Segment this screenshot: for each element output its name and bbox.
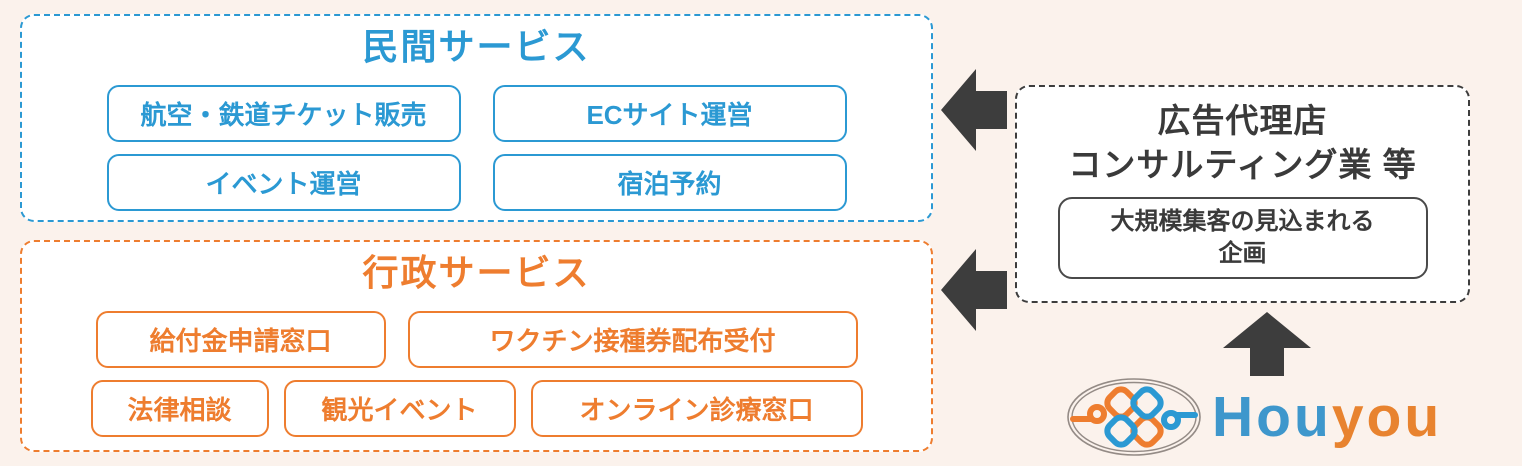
source-title-line-2: コンサルティング業 等 <box>1068 146 1417 183</box>
large-scale-plan-box: 大規模集客の見込まれる 企画 <box>1057 197 1428 279</box>
houyou-knot-logo-icon <box>1067 378 1201 456</box>
service-item-ec-site: ECサイト運営 <box>492 85 847 142</box>
government-services-row-1: 給付金申請窓口 ワクチン接種券配布受付 <box>22 311 931 368</box>
houyou-logo-text: Houyou <box>1212 384 1442 450</box>
service-item-online-medical: オンライン診療窓口 <box>530 380 863 437</box>
ad-agency-consulting-title: 広告代理店 コンサルティング業 等 <box>1017 99 1468 187</box>
private-services-title: 民間サービス <box>362 26 591 67</box>
ad-agency-consulting-group: 広告代理店 コンサルティング業 等 大規模集客の見込まれる 企画 <box>1015 85 1470 303</box>
plan-box-line-2: 企画 <box>1218 240 1267 267</box>
service-item-tourism-event: 観光イベント <box>283 380 516 437</box>
government-services-group: 行政サービス 給付金申請窓口 ワクチン接種券配布受付 法律相談 観光イベント オ… <box>20 240 933 452</box>
private-services-row-1: 航空・鉄道チケット販売 ECサイト運営 <box>22 85 931 142</box>
plan-box-line-1: 大規模集客の見込まれる <box>1110 208 1375 235</box>
government-services-title: 行政サービス <box>362 252 591 293</box>
source-title-line-1: 広告代理店 <box>1157 102 1328 139</box>
service-item-air-rail-tickets: 航空・鉄道チケット販売 <box>106 85 461 142</box>
left-arrow-icon-top <box>941 69 1007 151</box>
service-item-event-management: イベント運営 <box>106 154 461 211</box>
service-item-vaccine-ticket: ワクチン接種券配布受付 <box>407 311 858 368</box>
government-services-row-2: 法律相談 観光イベント オンライン診療窓口 <box>22 380 931 437</box>
logo-text-you: you <box>1331 385 1443 449</box>
private-services-group: 民間サービス 航空・鉄道チケット販売 ECサイト運営 イベント運営 宿泊予約 <box>20 14 933 222</box>
service-item-lodging-reservation: 宿泊予約 <box>492 154 847 211</box>
up-arrow-icon <box>1223 312 1311 376</box>
service-item-legal-consultation: 法律相談 <box>90 380 269 437</box>
private-services-row-2: イベント運営 宿泊予約 <box>22 154 931 211</box>
logo-text-hou: Hou <box>1212 385 1332 449</box>
left-arrow-icon-bottom <box>941 249 1007 331</box>
service-item-benefit-application: 給付金申請窓口 <box>95 311 386 368</box>
